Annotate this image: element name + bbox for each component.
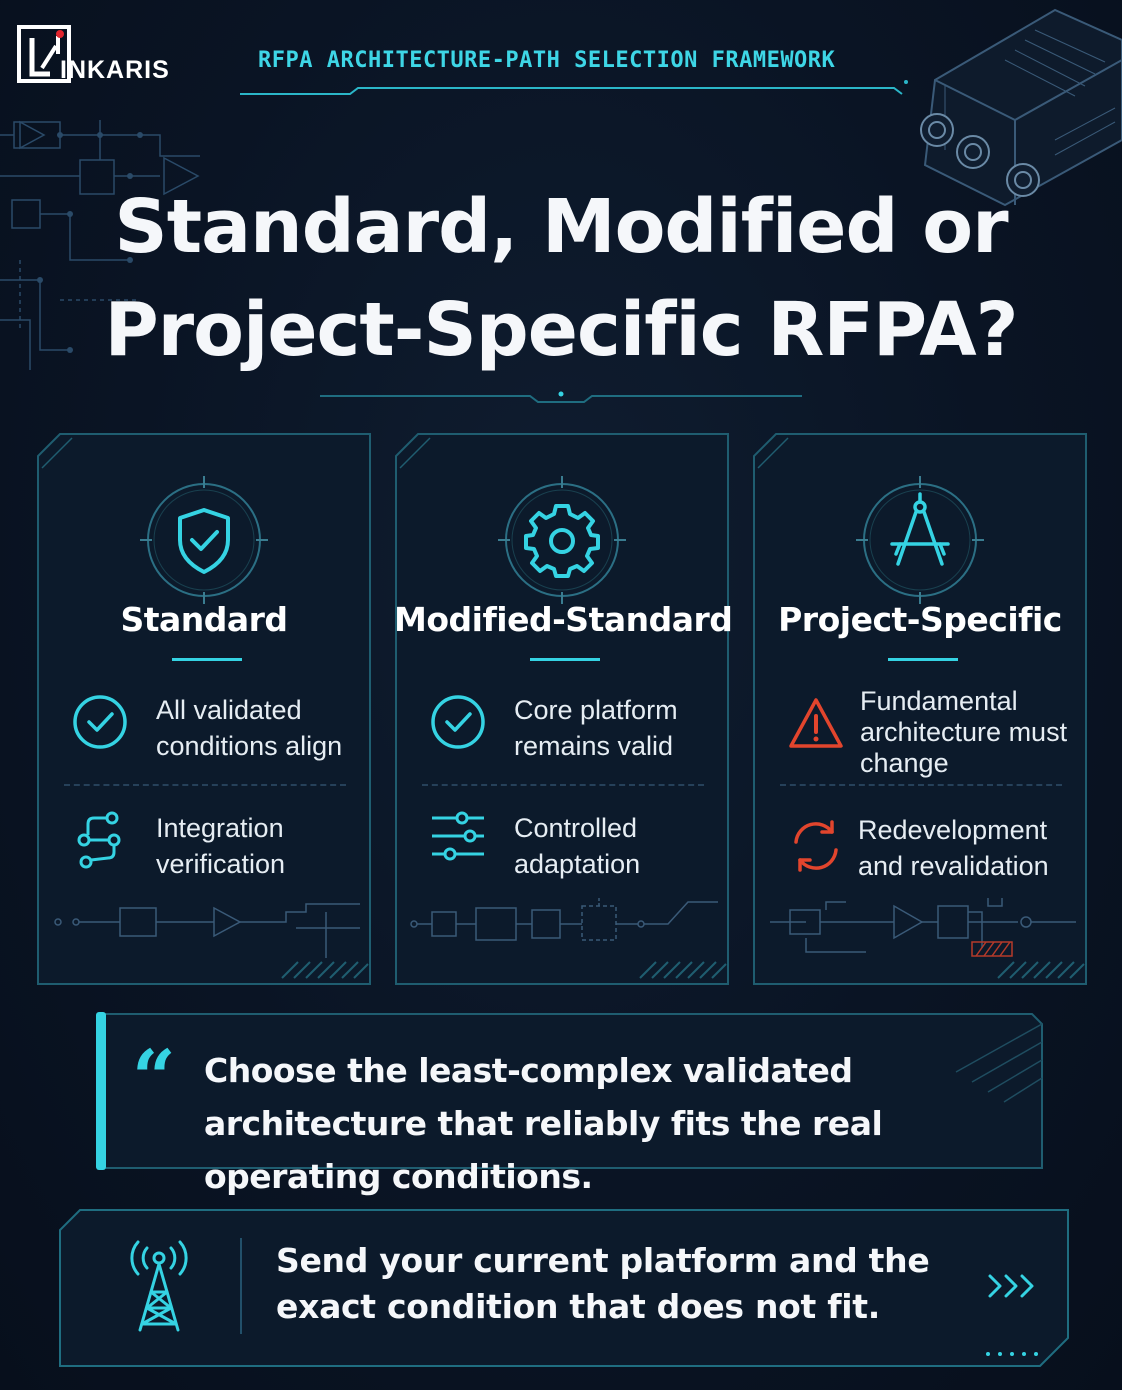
card-title: Standard (120, 600, 288, 639)
card-divider (422, 784, 704, 786)
shield-check-icon (140, 476, 268, 604)
card-item-text: Controlled adaptation (514, 813, 641, 879)
brand-logo: INKARIS (16, 24, 202, 90)
cta-separator (240, 1238, 242, 1334)
quote-mark-icon: “ (132, 1033, 176, 1122)
linkaris-logo-mark-icon (17, 25, 71, 83)
card-item: Fundamental architecture must change (780, 686, 1080, 778)
cta-frame (59, 1209, 1069, 1367)
card-item: All validated conditions align (64, 692, 364, 782)
card-item-text: Fundamental architecture must change (860, 686, 1068, 778)
quote-frame (96, 1012, 1043, 1170)
card-title: Project-Specific (778, 600, 1062, 639)
guidance-quote: “ Choose the least-complex validated arc… (96, 1012, 1044, 1196)
rf-amplifier-device-illustration (920, 8, 1122, 207)
refresh-cycle-icon (794, 820, 838, 872)
card-title-underline (530, 658, 600, 661)
integration-nodes-icon (77, 811, 121, 869)
option-card-modified-standard: Modified-Standard Core platform remains … (394, 432, 733, 986)
card-item: Integration verification (64, 810, 364, 900)
warning-triangle-icon (789, 698, 843, 748)
gear-icon (498, 476, 626, 604)
header-rule (240, 80, 908, 95)
card-frame (395, 433, 729, 985)
card-title-underline (172, 658, 242, 661)
card-title-underline (888, 658, 958, 661)
signal-chain-diagram (410, 898, 718, 941)
card-item-text: All validated conditions align (156, 695, 343, 761)
card-item-text: Core platform remains valid (514, 695, 678, 761)
sliders-icon (432, 811, 484, 861)
drafting-compass-icon (856, 476, 984, 604)
signal-chain-diagram (770, 898, 1076, 957)
radio-tower-icon (130, 1240, 188, 1332)
option-card-project-specific: Project-Specific Fundamental architectur… (752, 432, 1088, 986)
card-divider (780, 784, 1062, 786)
card-frame (37, 433, 371, 985)
check-circle-icon (431, 695, 485, 749)
signal-chain-diagram (54, 903, 360, 958)
card-divider (64, 784, 346, 786)
brand-name: INKARIS (60, 56, 170, 84)
card-title: Modified-Standard (394, 600, 733, 639)
card-item: Controlled adaptation (422, 810, 722, 900)
cta-text: Send your current platform and the exact… (276, 1241, 930, 1326)
card-item: Redevelopment and revalidation (780, 812, 1080, 902)
check-circle-icon (73, 695, 127, 749)
main-title: Standard, Modified or Project-Specific R… (20, 176, 1102, 382)
title-divider (320, 391, 802, 403)
main-title-line-1: Standard, Modified or (114, 184, 1008, 270)
main-title-line-2: Project-Specific RFPA? (104, 287, 1018, 373)
chevrons-right-icon[interactable] (986, 1272, 1038, 1300)
call-to-action[interactable]: Send your current platform and the exact… (58, 1208, 1070, 1368)
card-item-text: Redevelopment and revalidation (858, 815, 1049, 881)
framework-header-title: RFPA ARCHITECTURE-PATH SELECTION FRAMEWO… (258, 48, 836, 73)
card-frame (753, 433, 1087, 985)
circuit-decoration (0, 120, 200, 370)
card-item: Core platform remains valid (422, 692, 722, 782)
option-card-standard: Standard All validated conditions align … (36, 432, 372, 986)
quote-text: Choose the least-complex validated archi… (204, 1051, 883, 1196)
card-item-text: Integration verification (156, 813, 286, 879)
